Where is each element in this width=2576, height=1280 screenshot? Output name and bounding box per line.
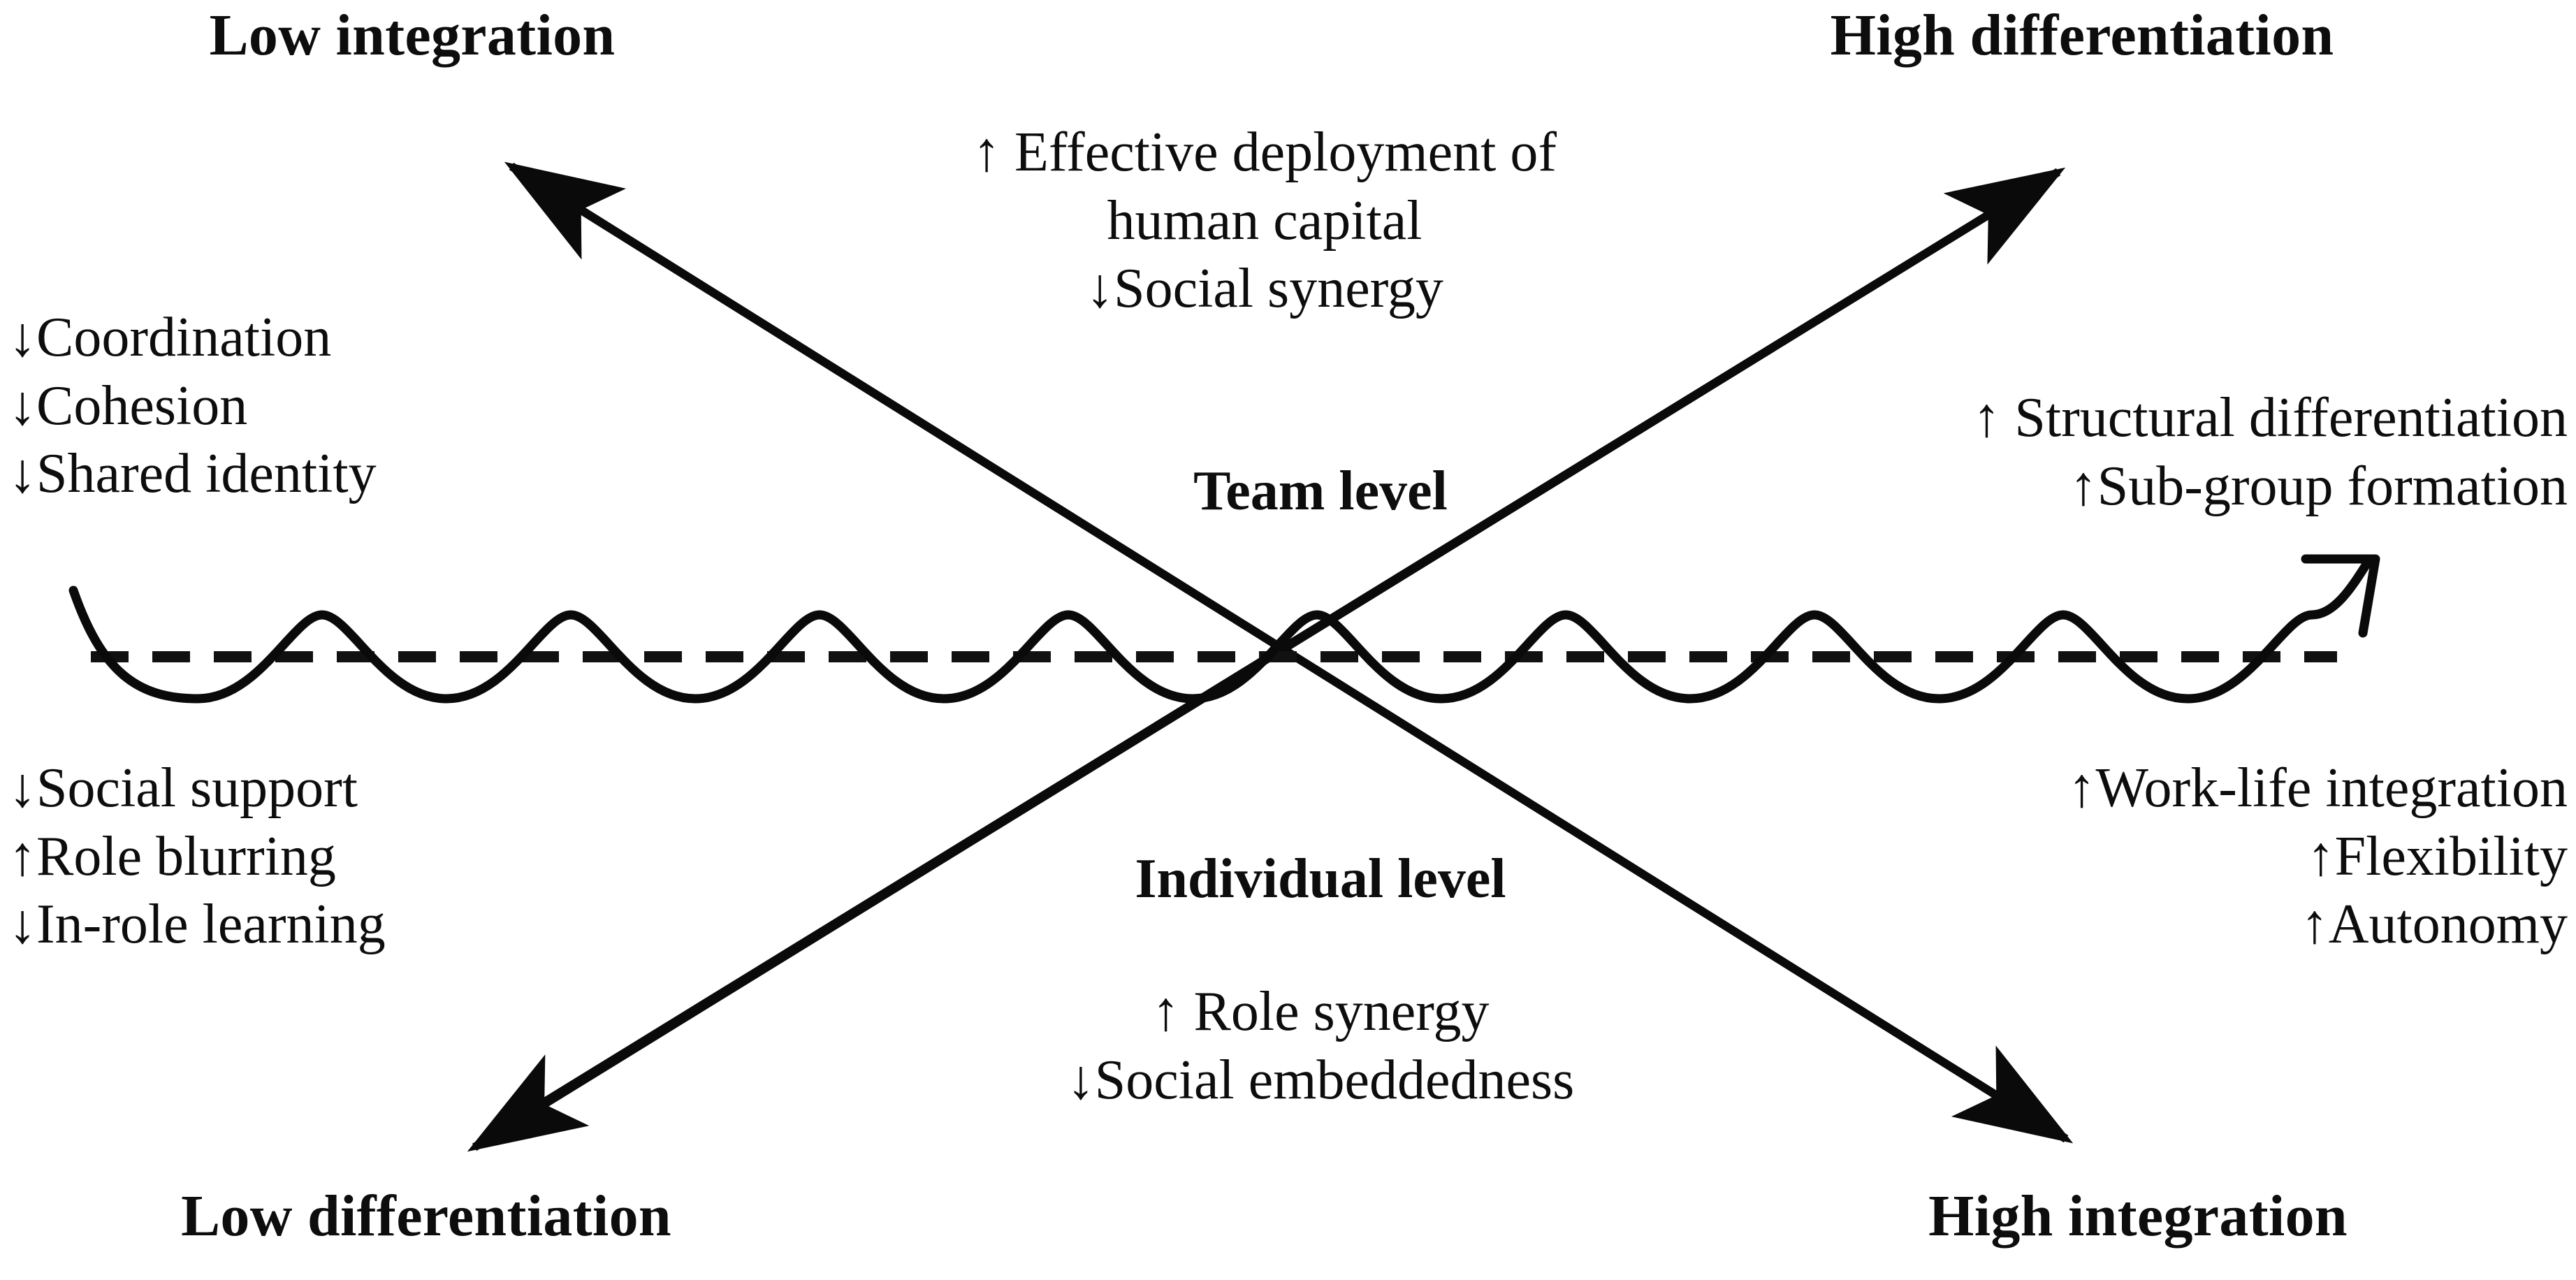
- axis-label-high-differentiation: High differentiation: [1830, 3, 2334, 68]
- quadrant-text-bottom-right: ↑Work-life integration ↑Flexibility ↑Aut…: [1712, 755, 2568, 959]
- list-item: ↑Work-life integration: [2067, 757, 2568, 819]
- label-individual-level: Individual level: [1135, 848, 1506, 910]
- list-item: human capital: [1107, 189, 1422, 252]
- label-team-level: Team level: [1193, 460, 1448, 522]
- quadrant-text-bottom-left: ↓Social support ↑Role blurring ↓In-role …: [8, 755, 777, 959]
- list-item: ↑Role blurring: [8, 825, 336, 887]
- quadrant-text-top-left: ↓Coordination ↓Cohesion ↓Shared identity: [8, 304, 707, 509]
- list-item: ↓Coordination: [8, 307, 332, 368]
- axis-label-high-integration: High integration: [1928, 1184, 2348, 1249]
- list-item: ↓Social embeddedness: [1066, 1049, 1575, 1111]
- list-item: ↑Sub-group formation: [2069, 455, 2568, 517]
- list-item: ↑Flexibility: [2306, 825, 2568, 887]
- wave-arrowhead-icon: [2301, 554, 2380, 638]
- axis-label-low-differentiation: Low differentiation: [181, 1184, 671, 1249]
- quadrant-text-bottom-center: ↑ Role synergy ↓Social embeddedness: [957, 978, 1684, 1114]
- list-item: ↓In-role learning: [8, 894, 386, 956]
- list-item: ↓Social support: [8, 757, 358, 819]
- list-item: ↑ Role synergy: [1151, 981, 1490, 1042]
- axis-label-low-integration: Low integration: [209, 3, 616, 68]
- list-item: ↑ Effective deployment of: [972, 122, 1557, 183]
- list-item: ↓Shared identity: [8, 443, 377, 505]
- list-item: ↓Social synergy: [1086, 258, 1443, 320]
- sine-wave-arrow: [68, 554, 2375, 704]
- quadrant-text-top-center: ↑ Effective deployment of human capital …: [817, 119, 1712, 323]
- list-item: ↓Cohesion: [8, 374, 248, 437]
- quadrant-text-top-right: ↑ Structural differentiation ↑Sub-group …: [1733, 384, 2568, 521]
- list-item: ↑Autonomy: [2300, 894, 2568, 956]
- list-item: ↑ Structural differentiation: [1972, 387, 2568, 449]
